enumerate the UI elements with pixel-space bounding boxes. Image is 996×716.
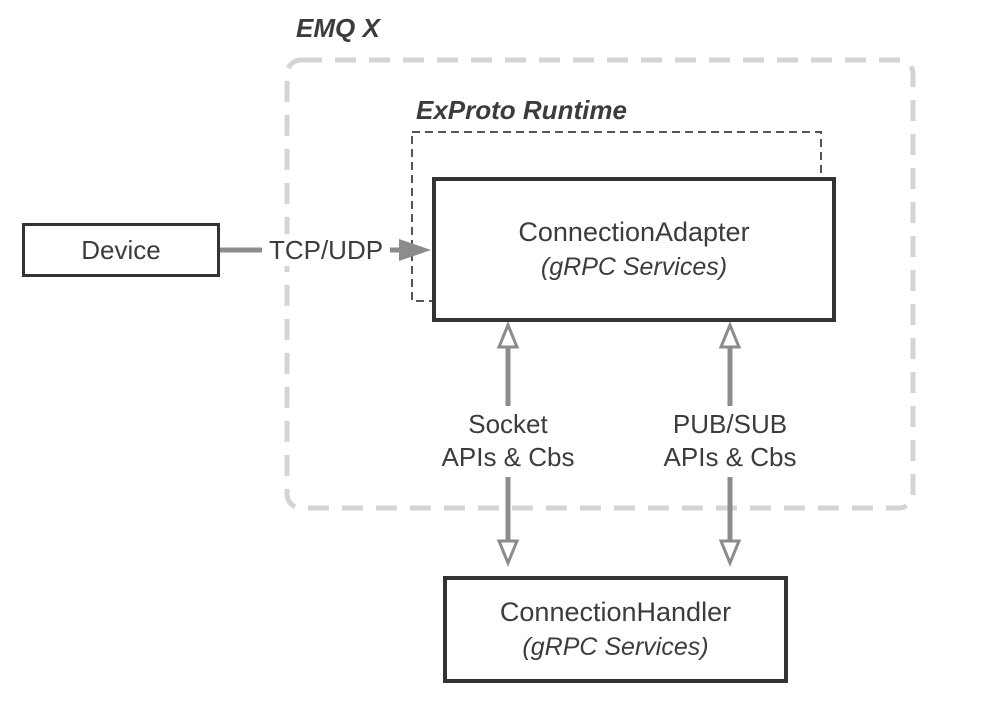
connection-adapter-node: ConnectionAdapter (gRPC Services) <box>432 177 836 322</box>
device-node: Device <box>22 223 220 277</box>
socket-up-arrowhead-icon <box>496 321 520 349</box>
tcp-udp-arrowhead-icon <box>399 239 431 261</box>
tcp-udp-edge-label: TCP/UDP <box>262 234 390 266</box>
connection-adapter-subtitle: (gRPC Services) <box>540 252 728 281</box>
connection-handler-node: ConnectionHandler (gRPC Services) <box>443 576 788 683</box>
exproto-runtime-label: ExProto Runtime <box>416 95 627 125</box>
emqx-container-label: EMQ X <box>296 13 380 43</box>
socket-edge-label-line1: Socket <box>468 409 548 439</box>
connection-handler-title: ConnectionHandler <box>499 596 732 627</box>
connection-handler-subtitle: (gRPC Services) <box>522 632 709 661</box>
pubsub-edge-label: PUB/SUB APIs & Cbs <box>650 408 810 474</box>
socket-edge-label: Socket APIs & Cbs <box>428 408 588 474</box>
device-node-label: Device <box>81 234 161 265</box>
socket-down-arrowhead-icon <box>496 539 520 567</box>
emqx-dashed-container <box>284 57 916 511</box>
pubsub-edge-label-line2: APIs & Cbs <box>663 442 797 472</box>
pubsub-edge-label-line1: PUB/SUB <box>672 409 788 439</box>
pubsub-down-arrowhead-icon <box>718 539 742 567</box>
socket-double-arrow <box>496 321 520 567</box>
connection-adapter-title: ConnectionAdapter <box>518 216 750 247</box>
pubsub-double-arrow <box>718 321 742 567</box>
socket-edge-label-line2: APIs & Cbs <box>441 442 575 472</box>
pubsub-up-arrowhead-icon <box>718 321 742 349</box>
